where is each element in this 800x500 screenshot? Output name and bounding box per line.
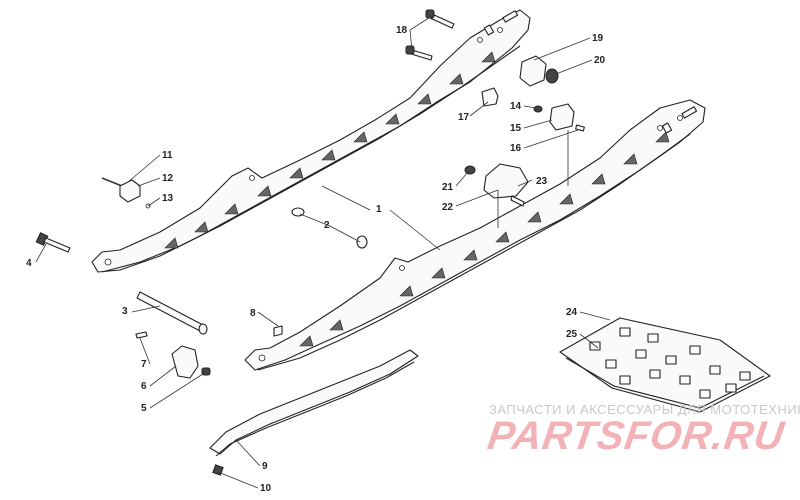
lower-slide-rail — [244, 99, 706, 371]
callout-25: 25 — [566, 329, 578, 340]
callout-1: 1 — [376, 204, 382, 215]
callout-9: 9 — [262, 461, 268, 472]
rail-stop-bracket — [101, 177, 151, 209]
callout-3: 3 — [122, 306, 128, 317]
callout-14: 14 — [510, 101, 522, 112]
watermark-logo: PARTSFOR.RU — [484, 414, 788, 458]
callout-7: 7 — [141, 359, 147, 370]
upper-rail-holes — [104, 27, 503, 266]
callout-8: 8 — [250, 308, 256, 319]
track-section — [559, 317, 771, 413]
lower-rail-holes — [258, 115, 683, 362]
upper-slide-rail — [91, 9, 531, 273]
bracket-21-22-23 — [464, 163, 529, 207]
leader-lines — [35, 15, 611, 489]
callout-13: 13 — [162, 193, 174, 204]
callout-11: 11 — [162, 150, 173, 161]
bolt-4 — [35, 232, 71, 253]
upper-rail-cutouts — [164, 51, 496, 249]
callout-10: 10 — [260, 483, 272, 494]
block-19 — [519, 55, 547, 87]
callout-labels: 1 2 3 4 5 6 7 8 9 10 11 12 13 14 15 16 1… — [26, 25, 606, 494]
callout-21: 21 — [442, 182, 454, 193]
callout-17: 17 — [458, 112, 470, 123]
callout-16: 16 — [510, 143, 522, 154]
callout-24: 24 — [566, 307, 578, 318]
nut-20 — [545, 68, 559, 84]
watermark-tagline: ЗАПЧАСТИ И АКСЕССУАРЫ ДЛЯ МОТОТЕХНИКИ — [489, 402, 800, 417]
callout-23: 23 — [536, 176, 548, 187]
bolt-8 — [273, 325, 283, 337]
callout-12: 12 — [162, 173, 174, 184]
spacer-17 — [481, 87, 499, 107]
wear-strip — [209, 349, 419, 476]
slider-block — [135, 331, 211, 379]
track-clips — [589, 327, 751, 399]
callout-22: 22 — [442, 202, 454, 213]
front-axle-shaft — [136, 291, 208, 335]
callout-6: 6 — [141, 381, 147, 392]
bolts-18 — [405, 9, 455, 61]
callout-18: 18 — [396, 25, 408, 36]
callout-4: 4 — [26, 258, 32, 269]
washer-2b — [356, 235, 368, 249]
callout-15: 15 — [510, 123, 522, 134]
bracket-14-15-16 — [533, 103, 585, 132]
lower-rail-cutouts — [299, 131, 670, 347]
callout-2: 2 — [324, 220, 330, 231]
callout-19: 19 — [592, 33, 604, 44]
callout-5: 5 — [141, 403, 147, 414]
callout-20: 20 — [594, 55, 606, 66]
